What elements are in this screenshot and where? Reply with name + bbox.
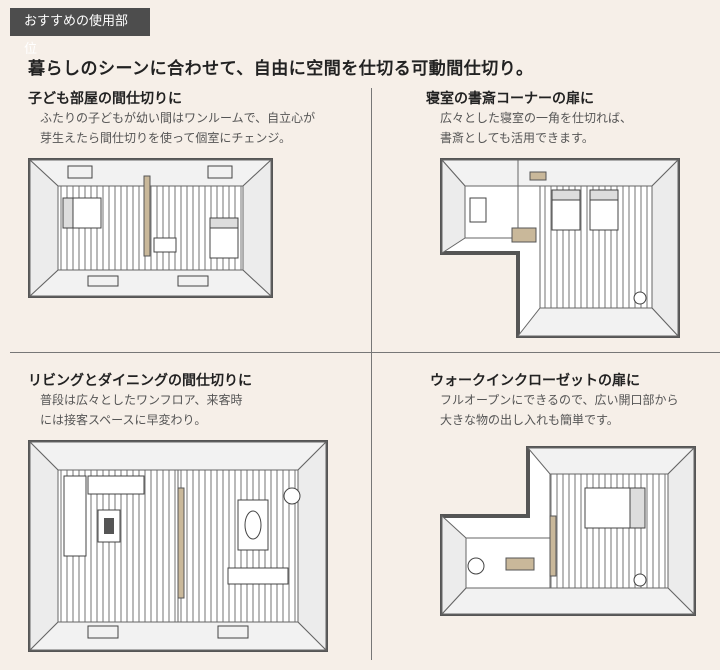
section-title-living-dining: リビングとダイニングの間仕切りに — [28, 373, 252, 389]
section-tag: おすすめの使用部位 — [10, 8, 150, 57]
section-title-study-corner: 寝室の書斎コーナーの扉に — [426, 91, 594, 107]
vertical-divider — [371, 88, 372, 660]
section-desc-closet: フルオープンにできるので、広い開口部から 大きな物の出し入れも簡単です。 — [440, 393, 679, 427]
walk-in-closet-floorplan — [440, 446, 696, 616]
section-desc-kids-room: ふたりの子どもが幼い間はワンルームで、自立心が 芽生えたら間仕切りを使って個室に… — [40, 111, 316, 145]
section-title-kids-room: 子ども部屋の間仕切りに — [28, 91, 182, 107]
horizontal-divider — [10, 352, 720, 353]
section-title-closet: ウォークインクローゼットの扉に — [430, 373, 640, 389]
page-headline: 暮らしのシーンに合わせて、自由に空間を仕切る可動間仕切り。 — [28, 59, 534, 79]
study-corner-floorplan — [440, 158, 680, 338]
section-desc-study-corner: 広々とした寝室の一角を仕切れば、 書斎としても活用できます。 — [440, 111, 633, 145]
living-dining-floorplan — [28, 440, 328, 652]
kids-room-floorplan — [28, 158, 273, 298]
section-desc-living-dining: 普段は広々としたワンフロア、来客時 には接客スペースに早変わり。 — [40, 393, 243, 427]
